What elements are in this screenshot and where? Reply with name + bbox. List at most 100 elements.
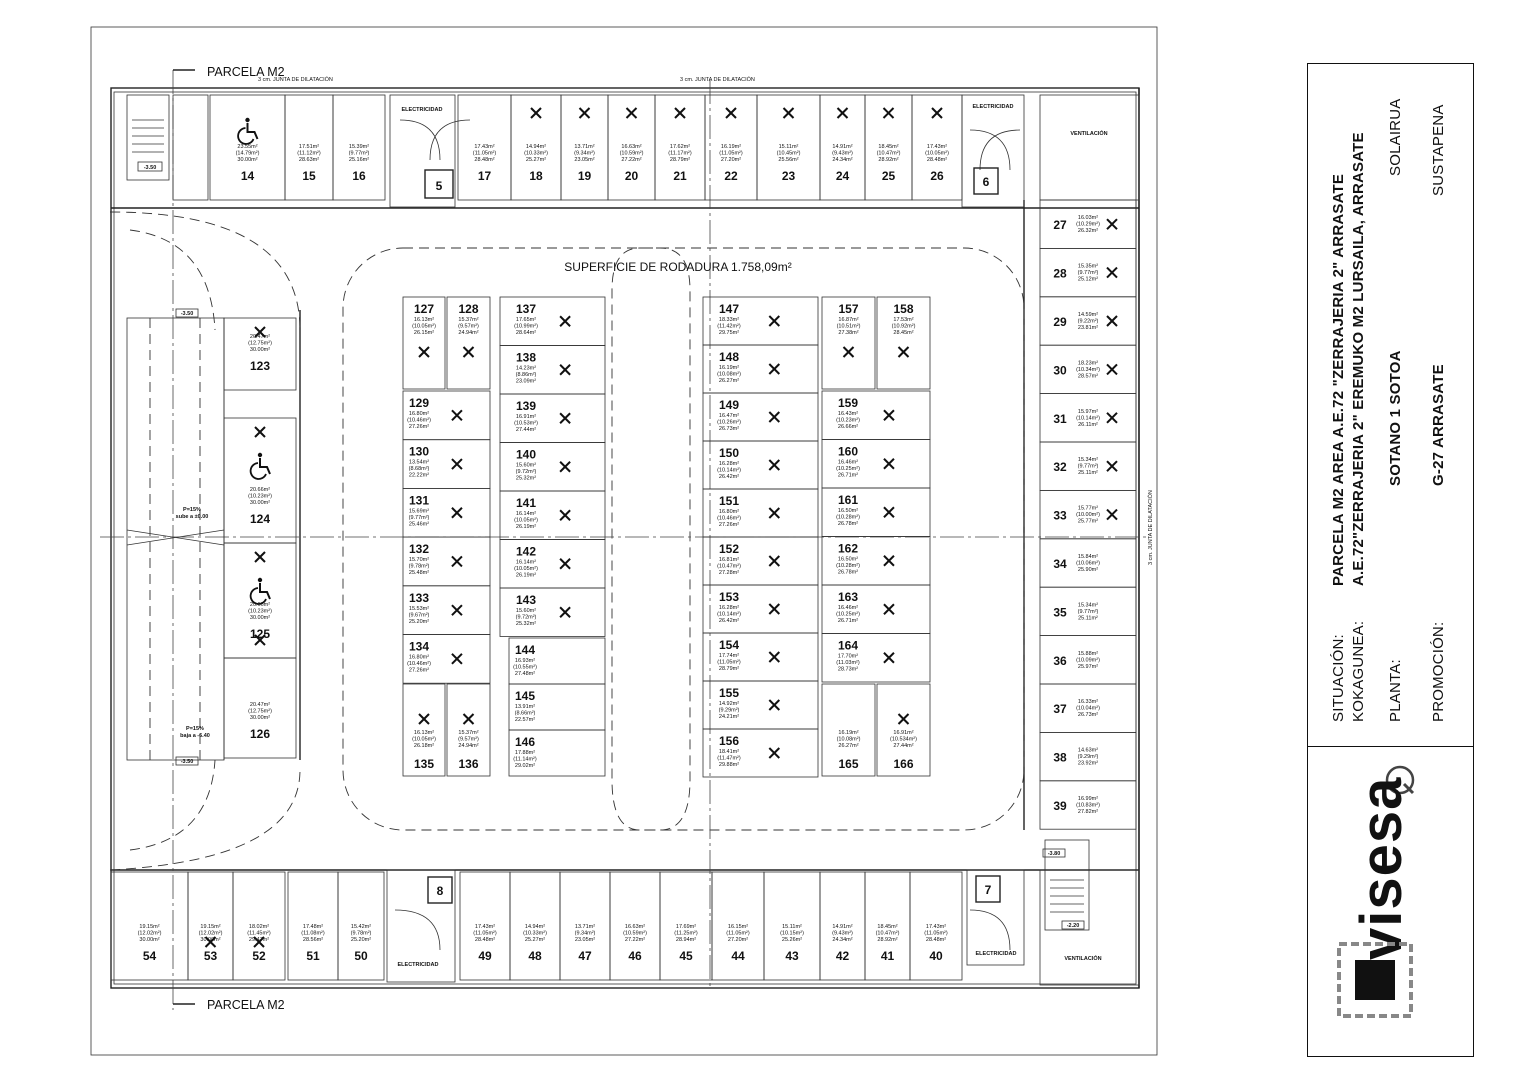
- unavailable-x-icon: [559, 509, 571, 521]
- space-area-0: 20.66m²: [250, 487, 270, 493]
- space-number: 144: [515, 643, 535, 657]
- brand-name: visesa: [1349, 776, 1414, 960]
- core-7: 7: [985, 883, 992, 897]
- space-number: 166: [893, 757, 913, 771]
- space-area-2: 26.19m²: [516, 573, 536, 579]
- space-number: 33: [1053, 509, 1067, 523]
- space-area-0: 16.80m²: [409, 411, 429, 417]
- space-number: 151: [719, 494, 739, 508]
- space-area-1: (9.57m²): [458, 737, 479, 743]
- unavailable-x-icon: [418, 346, 430, 358]
- axis-lines: PARCELA M2 PARCELA M2 3 cm. JUNTA DE DIL…: [100, 65, 1154, 1012]
- space-area-2: 27.48m²: [515, 671, 535, 677]
- unavailable-x-icon: [451, 555, 463, 568]
- unavailable-x-icon: [254, 326, 266, 338]
- space-number: 136: [458, 757, 478, 771]
- unavailable-x-icon: [842, 346, 855, 358]
- space-area-1: (8.68m²): [409, 466, 430, 472]
- space-area-0: 16.33m²: [1078, 699, 1098, 705]
- unavailable-x-icon: [768, 411, 781, 423]
- space-number: 25: [882, 169, 896, 183]
- unavailable-x-icon: [768, 459, 781, 471]
- space-area-2: 25.48m²: [409, 570, 429, 576]
- accessible-space-icon: [249, 452, 271, 480]
- space-area-2: 26.73m²: [719, 426, 739, 432]
- space-area-1: (12.75m²): [248, 341, 272, 347]
- space-area-2: 26.73m²: [1078, 712, 1098, 718]
- space-area-0: 17.74m²: [719, 653, 739, 659]
- space-number: 152: [719, 542, 739, 556]
- space-area-0: 17.43m²: [927, 144, 947, 150]
- space-number: 26: [930, 169, 944, 183]
- expansion-joint-top-2: 3 cm. JUNTA DE DILATACIÓN: [680, 76, 755, 83]
- level-bottom-label: -3.50: [181, 759, 194, 765]
- space-area-1: (10.92m²): [892, 324, 916, 330]
- space-number: 140: [516, 448, 536, 462]
- space-area-2: 27.28m²: [719, 570, 739, 576]
- space-area-2: 23.05m²: [574, 157, 594, 163]
- space-area-1: (10.25m²): [836, 612, 860, 618]
- space-area-1: (11.05m²): [924, 931, 948, 937]
- space-area-1: (12.75m²): [248, 709, 272, 715]
- space-area-0: 16.13m²: [414, 317, 434, 323]
- space-number: 41: [881, 949, 895, 963]
- space-number: 124: [250, 512, 270, 526]
- level-stair-br-label: -3.80: [1048, 851, 1061, 857]
- space-area-0: 16.93m²: [515, 658, 535, 664]
- space-area-0: 16.03m²: [1078, 215, 1098, 221]
- space-area-0: 19.15m²: [200, 924, 220, 930]
- situacion-label: SITUACIÓN:: [1330, 634, 1347, 722]
- space-area-2: 28.48m²: [475, 937, 495, 943]
- space-area-1: (11.05m²): [473, 931, 497, 937]
- space-area-0: 15.39m²: [349, 144, 369, 150]
- space-number: 155: [719, 686, 739, 700]
- space-area-0: 14.63m²: [1078, 748, 1098, 754]
- space-area-2: 22.57m²: [515, 717, 535, 723]
- space-number: 133: [409, 591, 429, 605]
- ventilacion-label-2: VENTILACIÓN: [1064, 954, 1101, 962]
- space-area-0: 17.88m²: [515, 750, 535, 756]
- space-area-1: (11.05m²): [719, 151, 743, 157]
- space-number: 160: [838, 445, 858, 459]
- unavailable-x-icon: [559, 606, 571, 618]
- space-area-1: (10.46m²): [407, 661, 431, 667]
- space-number: 38: [1053, 751, 1067, 765]
- space-area-0: 16.81m²: [719, 557, 739, 563]
- space-area-2: 25.27m²: [526, 157, 546, 163]
- parcel-label-top: PARCELA M2: [207, 65, 285, 79]
- unavailable-x-icon: [418, 713, 430, 725]
- space-area-0: 15.35m²: [1078, 264, 1098, 270]
- unavailable-x-icon: [578, 107, 591, 119]
- ramp-down-label-2: baja a -6.40: [180, 733, 210, 739]
- space-area-2: 25.20m²: [351, 937, 371, 943]
- space-area-2: 22.22m²: [409, 473, 429, 479]
- space-area-0: 13.54m²: [409, 460, 429, 466]
- space-area-0: 15.37m²: [458, 730, 478, 736]
- space-area-2: 27.82m²: [1078, 809, 1098, 815]
- space-area-1: (10.05m²): [412, 324, 436, 330]
- space-area-0: 15.69m²: [409, 508, 429, 514]
- unavailable-x-icon: [768, 603, 781, 615]
- space-area-1: (10.23m²): [248, 494, 272, 500]
- space-number: 17: [478, 169, 492, 183]
- space-area-2: 28.63m²: [299, 157, 319, 163]
- space-number: 129: [409, 396, 429, 410]
- space-area-0: 16.80m²: [719, 509, 739, 515]
- space-number: 164: [838, 639, 858, 653]
